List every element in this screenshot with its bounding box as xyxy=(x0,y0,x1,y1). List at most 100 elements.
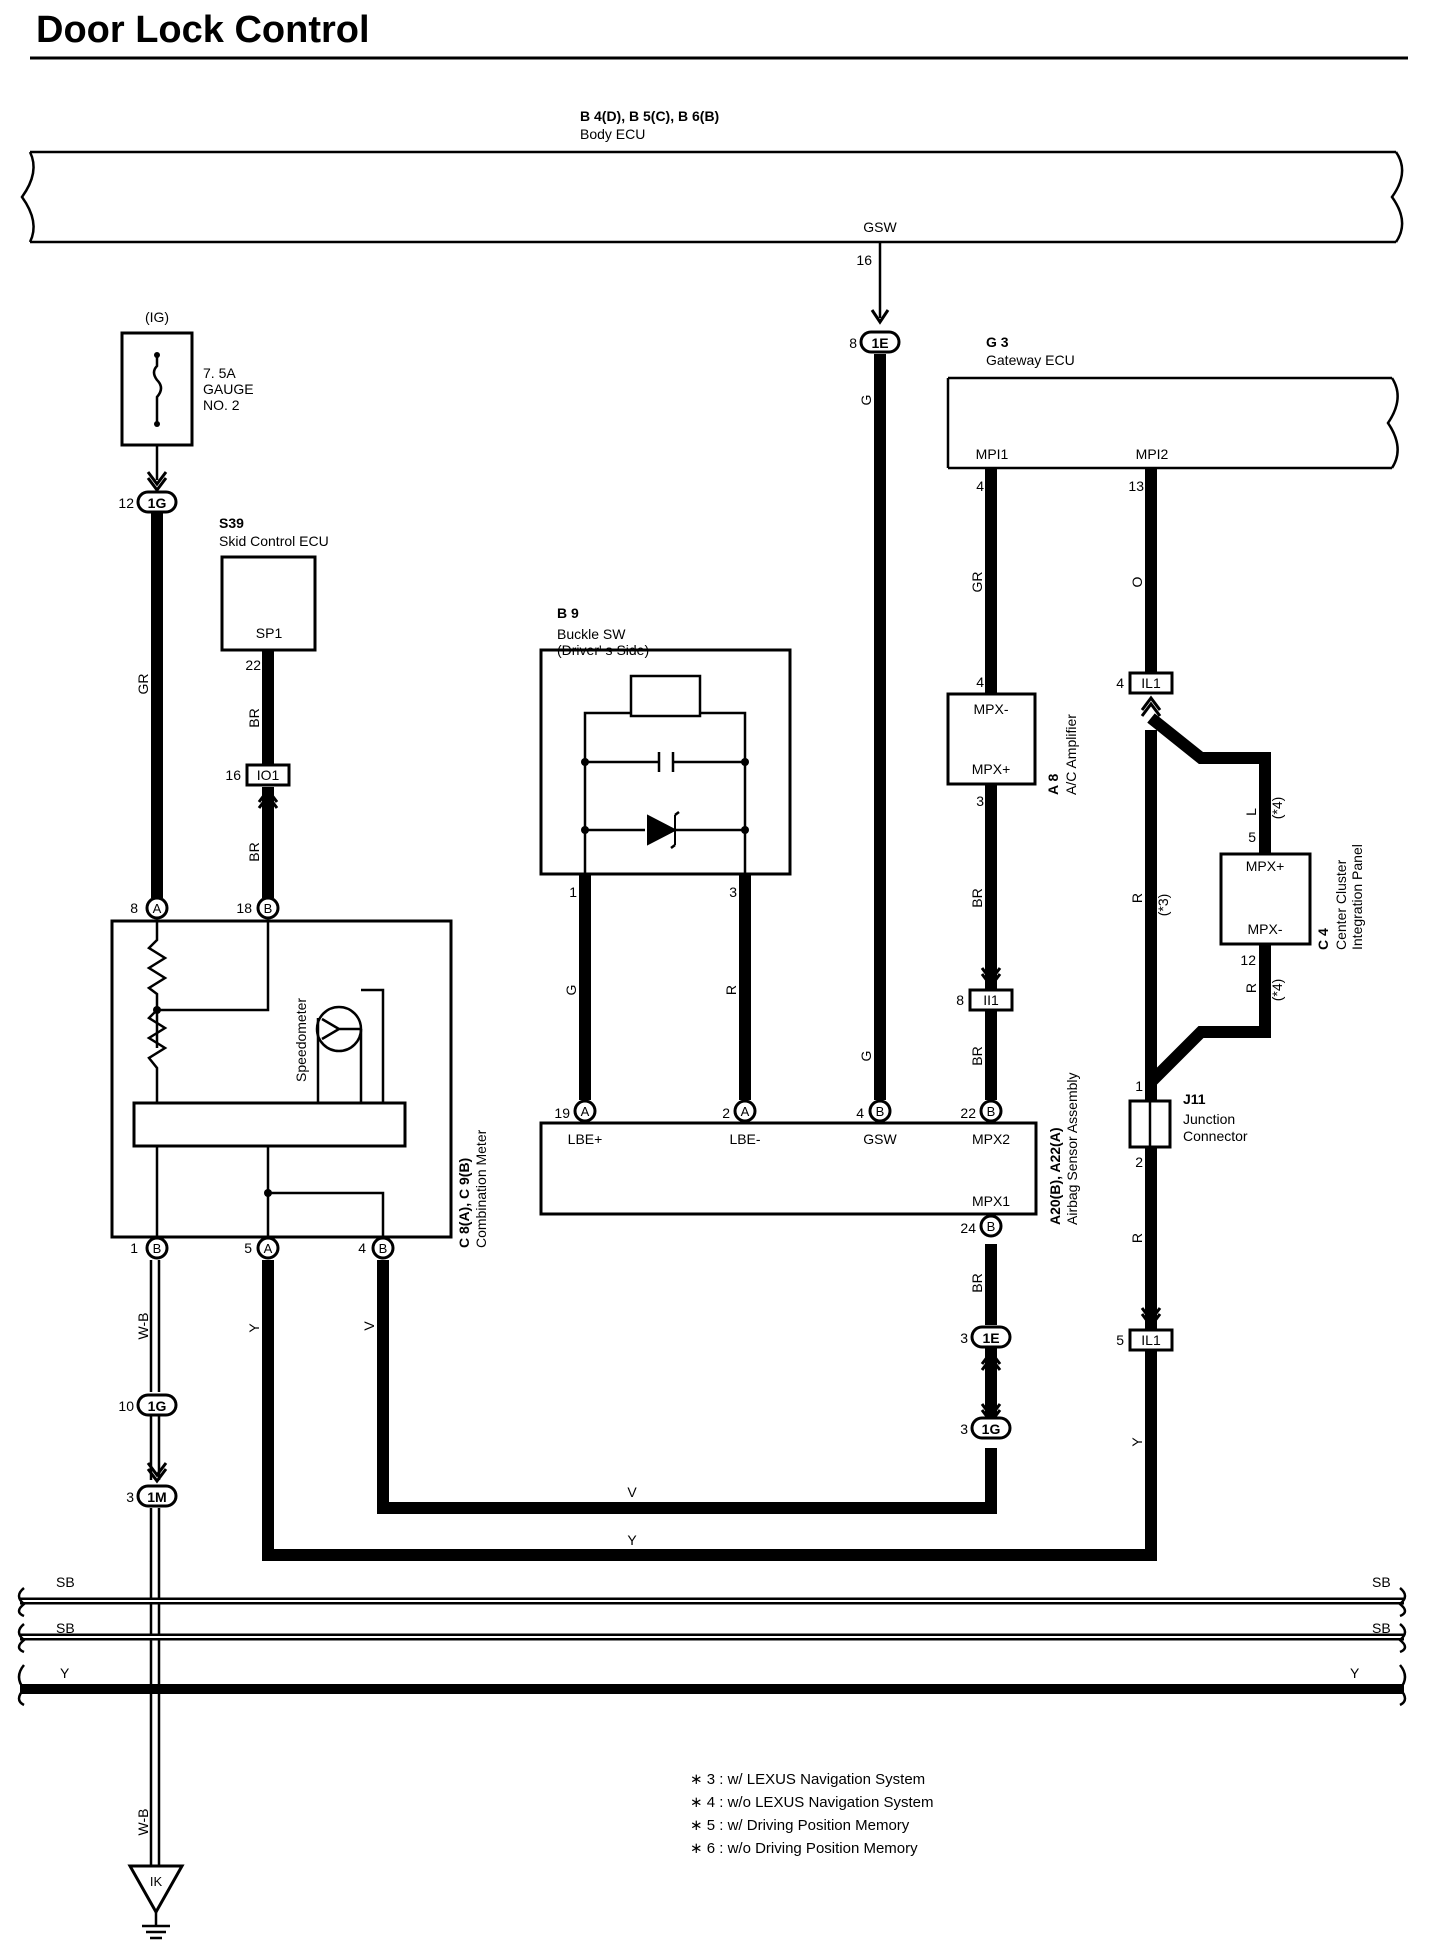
bus-lines: SB SB Y SB SB Y xyxy=(17,1574,1407,1707)
cc-name2: Integration Panel xyxy=(1349,844,1365,950)
body-ecu: B 4(D), B 5(C), B 6(B) Body ECU GSW 16 xyxy=(20,108,1404,268)
ground-label: IK xyxy=(150,1874,163,1889)
conn-io1-pin: 16 xyxy=(225,767,241,783)
wire-br-skid2: BR xyxy=(246,842,262,861)
junction-pin1: 1 xyxy=(1135,1078,1143,1094)
bus-sb2-left: SB xyxy=(56,1620,75,1636)
ac-pin-in: MPX- xyxy=(974,701,1009,717)
gateway-pin2-no: 13 xyxy=(1128,478,1144,494)
conn-1e-bottom: 1E xyxy=(982,1330,999,1346)
speedometer-label: Speedometer xyxy=(293,998,309,1082)
meter-a-8: A xyxy=(153,901,162,916)
bus-sb2-right: SB xyxy=(1372,1620,1391,1636)
fuse-gauge: (IG) 7. 5A GAUGE NO. 2 xyxy=(120,309,254,447)
gateway-name: Gateway ECU xyxy=(986,352,1075,368)
junction-code: J11 xyxy=(1183,1091,1206,1107)
wire-g-gsw1: G xyxy=(858,395,874,406)
gateway-pin2-name: MPI2 xyxy=(1136,446,1169,462)
meter-pin-5: 5 xyxy=(244,1240,252,1256)
airbag-pin-lbe-minus: LBE- xyxy=(729,1131,760,1147)
wire-br-skid1: BR xyxy=(246,708,262,727)
airbag-pin-mpx1: MPX1 xyxy=(972,1193,1010,1209)
conn-ii1-pin: 8 xyxy=(956,992,964,1008)
airbag-pin-lbe-plus: LBE+ xyxy=(568,1131,603,1147)
footnotes: ∗ 3 : w/ LEXUS Navigation System ∗ 4 : w… xyxy=(690,1771,934,1857)
meter-name: Combination Meter xyxy=(473,1129,489,1248)
airbag-b-22: B xyxy=(987,1104,996,1119)
skid-pin-no: 22 xyxy=(245,657,261,673)
bus-sb1-left: SB xyxy=(56,1574,75,1590)
conn-il1-top-pin: 4 xyxy=(1116,675,1124,691)
connector-markers: 1G 12 1E 8 IO1 16 IL1 4 II1 8 IL1 5 1E 3… xyxy=(118,330,1174,1508)
note-ref-3: (*3) xyxy=(1155,894,1171,917)
gateway-pin1-no: 4 xyxy=(976,478,984,494)
meter-pin-8: 8 xyxy=(130,900,138,916)
airbag-a-2: A xyxy=(741,1104,750,1119)
center-cluster-panel: MPX+ MPX- 5 12 C 4 Center Cluster Integr… xyxy=(1219,829,1365,968)
conn-il1-bottom: IL1 xyxy=(1141,1332,1161,1348)
meter-b-18: B xyxy=(264,901,273,916)
airbag-codes: A20(B), A22(A) xyxy=(1047,1128,1063,1226)
bus-sb1-right: SB xyxy=(1372,1574,1391,1590)
meter-pin-1: 1 xyxy=(130,1240,138,1256)
airbag-pin-mpx2: MPX2 xyxy=(972,1131,1010,1147)
body-ecu-name: Body ECU xyxy=(580,126,645,142)
cc-pin-minus: MPX- xyxy=(1248,921,1283,937)
footnote-5: ∗ 5 : w/ Driving Position Memory xyxy=(690,1817,910,1834)
ac-pin-out: MPX+ xyxy=(972,761,1011,777)
wire-v-meter: V xyxy=(361,1321,377,1331)
wire-o-mpi2: O xyxy=(1129,576,1145,587)
wire-harness xyxy=(149,354,1271,1865)
airbag-a-19: A xyxy=(581,1104,590,1119)
conn-1g-top-pin: 12 xyxy=(118,495,134,511)
body-ecu-pin-no: 16 xyxy=(856,252,872,268)
cc-minus-no: 12 xyxy=(1240,952,1256,968)
body-ecu-codes: B 4(D), B 5(C), B 6(B) xyxy=(580,108,719,124)
cc-pin-plus: MPX+ xyxy=(1246,858,1285,874)
junction-pin2: 2 xyxy=(1135,1154,1143,1170)
airbag-no-22: 22 xyxy=(960,1105,976,1121)
wire-wb-lower: W-B xyxy=(135,1809,151,1836)
conn-1e-top: 1E xyxy=(871,335,888,351)
skid-control-ecu: S39 Skid Control ECU SP1 22 xyxy=(219,515,329,673)
wire-gr-left: GR xyxy=(135,674,151,695)
ground-ik: IK xyxy=(127,1864,185,1940)
fuse-name2: NO. 2 xyxy=(203,397,240,413)
meter-a-5: A xyxy=(264,1241,273,1256)
fuse-rating: 7. 5A xyxy=(203,365,236,381)
conn-1g-left-pin: 10 xyxy=(118,1398,134,1414)
skid-code: S39 xyxy=(219,515,244,531)
meter-pin-18: 18 xyxy=(236,900,252,916)
fuse-source: (IG) xyxy=(145,309,169,325)
conn-1m-pin: 3 xyxy=(126,1489,134,1505)
wire-r-cc: R xyxy=(1243,983,1259,993)
combination-meter: Speedometer C 8(A), C 9(B) Combination M… xyxy=(110,919,489,1248)
conn-io1: IO1 xyxy=(257,767,280,783)
ac-name: A/C Amplifier xyxy=(1063,714,1079,795)
ac-amplifier: MPX- MPX+ 4 3 A 8 A/C Amplifier xyxy=(946,674,1079,809)
wire-g-gsw2: G xyxy=(858,1051,874,1062)
conn-1g-left: 1G xyxy=(148,1398,167,1414)
airbag-b-4: B xyxy=(876,1104,885,1119)
ac-code: A 8 xyxy=(1045,774,1061,795)
airbag-no-19: 19 xyxy=(554,1105,570,1121)
footnote-6: ∗ 6 : w/o Driving Position Memory xyxy=(690,1840,918,1857)
ac-out-no: 3 xyxy=(976,793,984,809)
buckle-name: Buckle SW xyxy=(557,626,626,642)
wire-l-cc: L xyxy=(1243,808,1259,816)
conn-1e-bottom-pin: 3 xyxy=(960,1330,968,1346)
conn-1g-bottom-pin: 3 xyxy=(960,1421,968,1437)
meter-b-1: B xyxy=(153,1241,162,1256)
skid-pin-name: SP1 xyxy=(256,625,283,641)
page-title: Door Lock Control xyxy=(36,9,370,51)
meter-b-4: B xyxy=(379,1241,388,1256)
junction-name2: Connector xyxy=(1183,1128,1248,1144)
wire-r-buckle: R xyxy=(723,985,739,995)
note-ref-4b: (*4) xyxy=(1269,979,1285,1002)
buckle-switch: B 9 Buckle SW (Driver' s Side) 1 3 xyxy=(539,605,792,900)
wire-y-il1: Y xyxy=(1129,1437,1145,1447)
meter-pin-4: 4 xyxy=(358,1240,366,1256)
ac-in-no: 4 xyxy=(976,674,984,690)
wire-br-mpx1: BR xyxy=(969,1273,985,1292)
